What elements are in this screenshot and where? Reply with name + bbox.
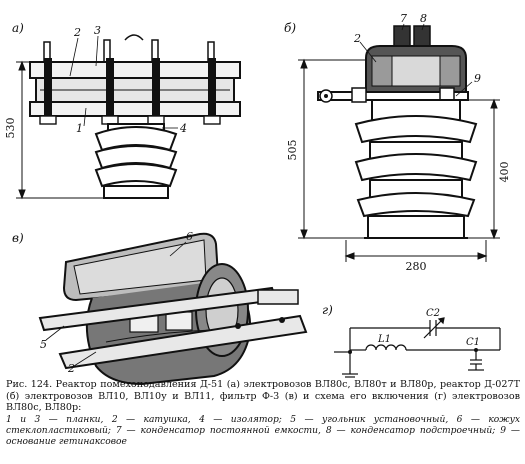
dim-400: 400 <box>498 162 511 183</box>
dim-280: 280 <box>406 260 427 273</box>
callout-c-2: 2 <box>67 362 75 375</box>
label-l1: L1 <box>377 334 391 345</box>
label-c1: C1 <box>466 337 480 348</box>
panel-c-label: в) <box>12 231 24 245</box>
label-c2: C2 <box>426 308 440 319</box>
figure-caption: Рис. 124. Реактор помехоподавления Д-51 … <box>6 379 520 448</box>
caption-items: 1 и 3 — планки, 2 — катушка, 4 — изолято… <box>6 414 520 447</box>
caption-main: Рис. 124. Реактор помехоподавления Д-51 … <box>6 379 520 414</box>
callout-a-2: 2 <box>73 26 81 39</box>
panel-a-label: а) <box>12 21 24 35</box>
panel-a-reactor-d51: а) <box>4 21 241 200</box>
callout-b-2: 2 <box>353 32 361 45</box>
panel-b-label: б) <box>284 21 296 35</box>
callout-a-1: 1 <box>76 122 83 135</box>
callout-b-9: 9 <box>474 72 481 85</box>
callout-a-4: 4 <box>179 122 187 135</box>
callout-a-3: 3 <box>94 24 101 37</box>
panel-d-label: г) <box>322 303 333 317</box>
dim-530: 530 <box>4 118 17 139</box>
callout-c-5: 5 <box>40 338 47 351</box>
panel-b-reactor-d027t: б) <box>284 12 511 273</box>
dim-505: 505 <box>286 140 299 161</box>
callout-c-6: 6 <box>186 230 193 243</box>
panel-d-circuit: г) <box>322 303 501 378</box>
callout-b-7: 7 <box>400 12 407 25</box>
callout-b-8: 8 <box>420 12 427 25</box>
panel-c-filter-f3: в) 6 5 2 <box>12 230 308 386</box>
